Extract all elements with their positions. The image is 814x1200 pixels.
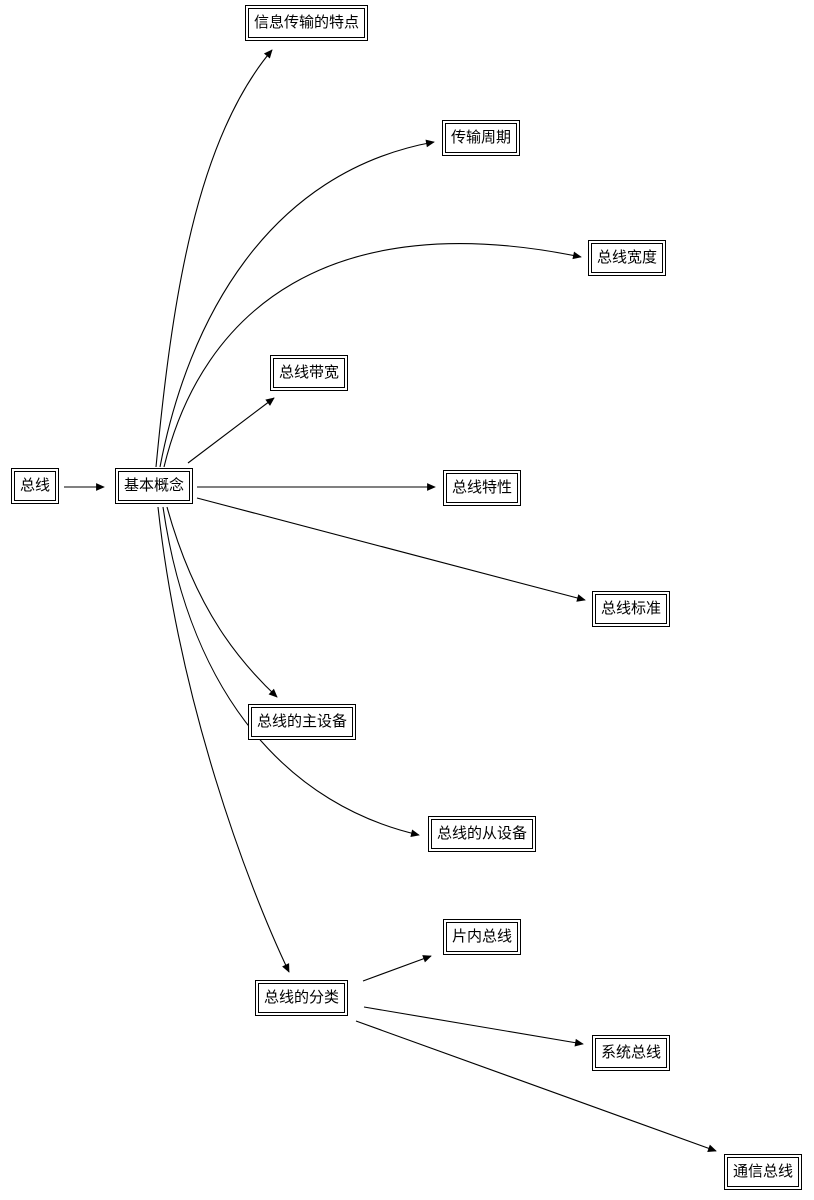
edge-basic-concepts-to-bus-standard (196, 497, 586, 602)
node-bus-standard: 总线标准 (592, 591, 671, 627)
node-system-bus: 系统总线 (592, 1035, 671, 1071)
node-bus-bandwidth: 总线带宽 (270, 355, 349, 391)
node-on-chip-bus: 片内总线 (443, 919, 522, 955)
node-system-bus-label: 系统总线 (595, 1038, 668, 1068)
node-bus-label: 总线 (14, 471, 57, 501)
node-bus-classification-label: 总线的分类 (258, 983, 346, 1013)
node-bus-master-device: 总线的主设备 (248, 704, 357, 740)
edge-basic-concepts-to-bus-master-device (166, 506, 278, 698)
node-bus-characteristics-label: 总线特性 (446, 473, 519, 503)
node-basic-concepts-label: 基本概念 (118, 471, 191, 501)
edge-basic-concepts-to-bus-bandwidth (187, 397, 275, 464)
node-info-transfer-features-label: 信息传输的特点 (248, 8, 366, 38)
edge-bus-classification-to-system-bus (363, 1006, 584, 1047)
node-bus-classification: 总线的分类 (255, 980, 349, 1016)
node-bus-width-label: 总线宽度 (591, 243, 664, 273)
edge-basic-concepts-to-transfer-cycle (159, 139, 435, 468)
node-communication-bus-label: 通信总线 (727, 1157, 800, 1187)
edge-bus-classification-to-on-chip-bus (362, 955, 432, 982)
node-on-chip-bus-label: 片内总线 (446, 922, 519, 952)
node-bus-characteristics: 总线特性 (443, 470, 522, 506)
edge-bus-classification-to-communication-bus (355, 1020, 717, 1152)
node-transfer-cycle-label: 传输周期 (445, 123, 518, 153)
node-bus-bandwidth-label: 总线带宽 (273, 358, 346, 388)
node-basic-concepts: 基本概念 (115, 468, 194, 504)
node-transfer-cycle: 传输周期 (442, 120, 521, 156)
edge-basic-concepts-to-bus-classification (157, 506, 290, 973)
node-bus-slave-device-label: 总线的从设备 (431, 819, 534, 849)
node-communication-bus: 通信总线 (724, 1154, 803, 1190)
node-bus-width: 总线宽度 (588, 240, 667, 276)
edge-basic-concepts-to-bus-width (163, 243, 582, 468)
node-bus: 总线 (11, 468, 60, 504)
node-info-transfer-features: 信息传输的特点 (245, 5, 369, 41)
node-bus-standard-label: 总线标准 (595, 594, 668, 624)
node-bus-slave-device: 总线的从设备 (428, 816, 537, 852)
edge-basic-concepts-to-info-transfer-features (155, 49, 273, 468)
edge-basic-concepts-to-bus-slave-device (162, 506, 420, 838)
node-bus-master-device-label: 总线的主设备 (251, 707, 354, 737)
